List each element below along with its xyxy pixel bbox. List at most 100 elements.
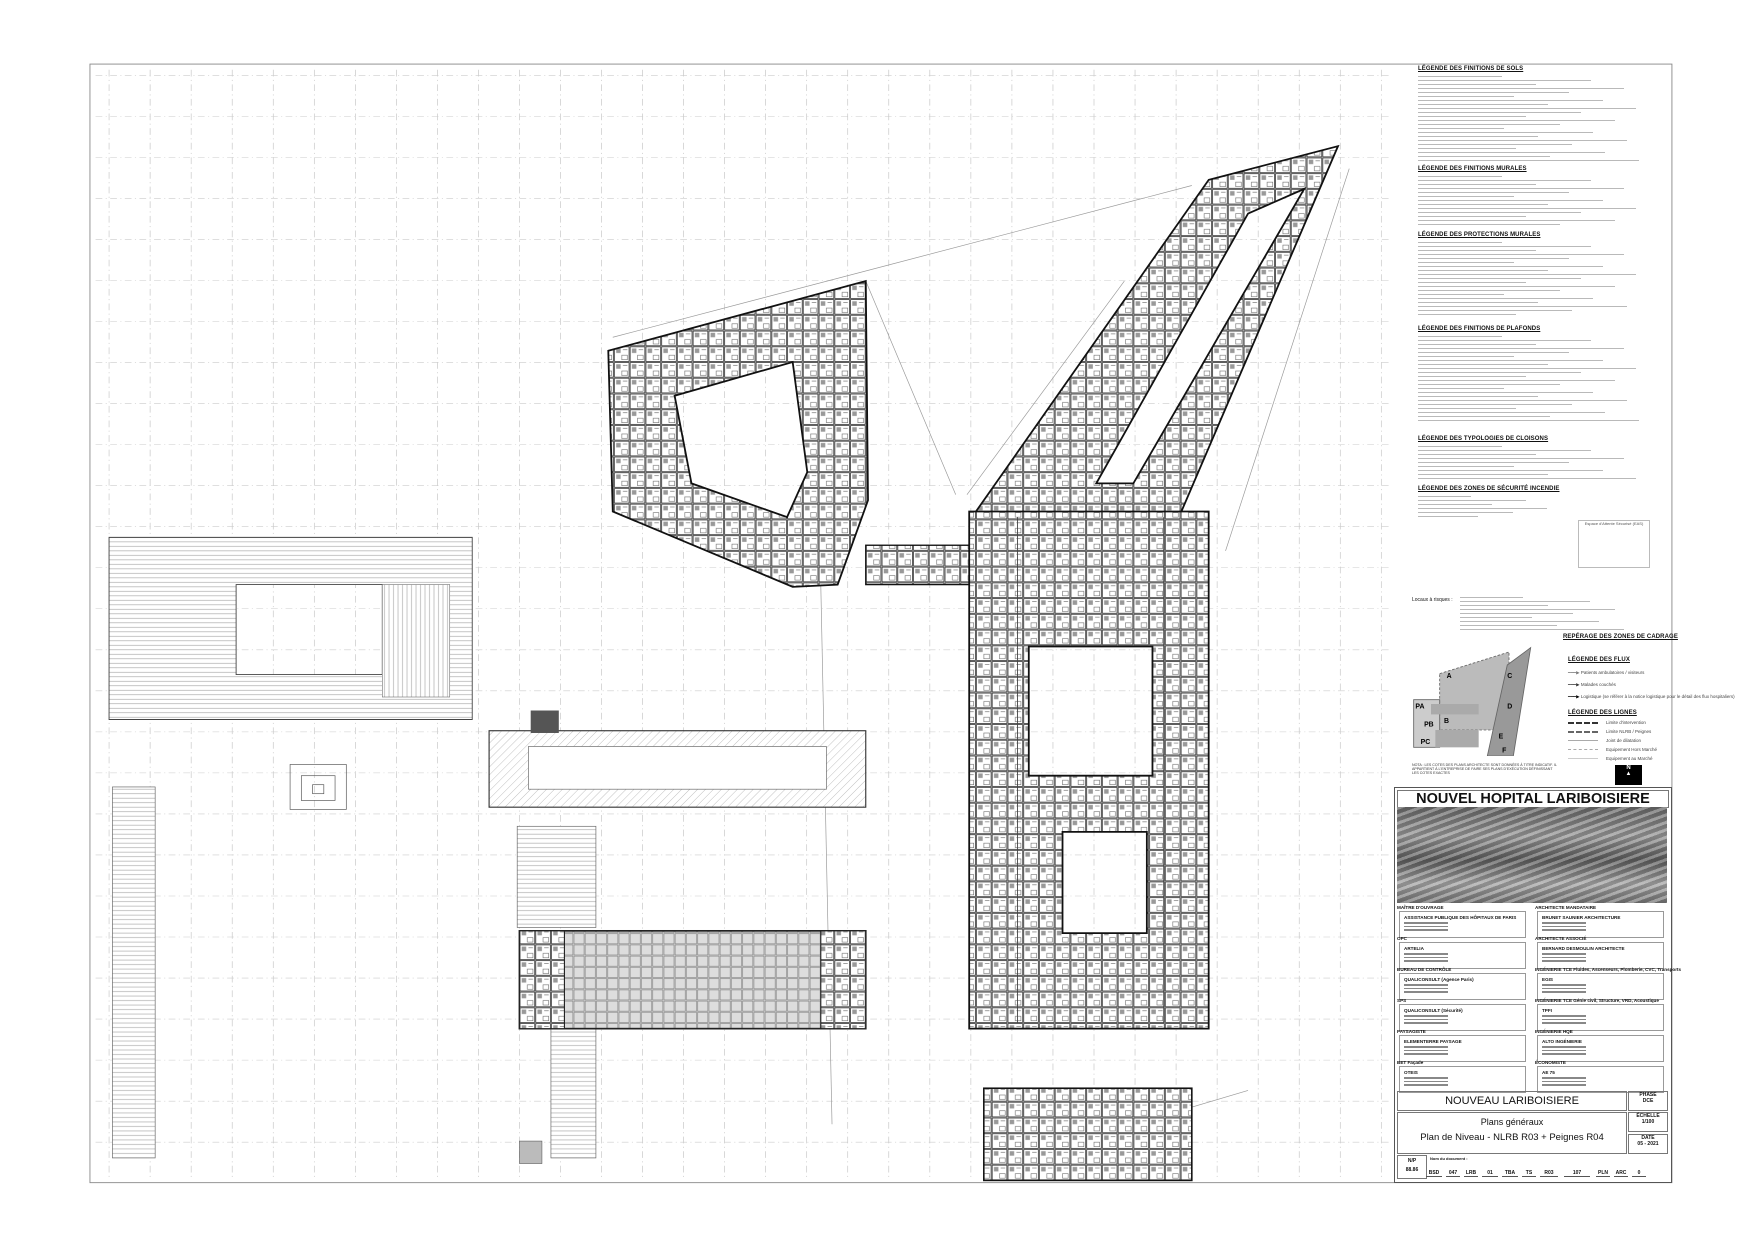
legend-entry — [1418, 356, 1514, 357]
line-legend-item: Joint de dilatation — [1568, 738, 1641, 743]
company-address — [1542, 953, 1652, 964]
legend-entry — [1418, 516, 1478, 517]
flow-legend-item: ━━━▶ Logistique (se référer à la notice … — [1568, 694, 1735, 700]
company-box: BRUNET SAUNIER ARCHITECTURE — [1537, 911, 1664, 938]
legend-entry — [1418, 108, 1637, 109]
legend-entry — [1418, 340, 1591, 341]
legend-entry — [1418, 132, 1594, 133]
legend-entry — [1418, 116, 1526, 117]
connector — [865, 544, 974, 586]
legend-entry — [1418, 148, 1517, 149]
line-legend-label: Limite d'intervention — [1606, 720, 1646, 725]
legend-entry — [1418, 282, 1526, 283]
company-box: ALTO INGÉNIERIE — [1537, 1035, 1664, 1062]
document-name-label: Nom du document : — [1430, 1156, 1468, 1161]
eas-diagram: Espace d'Attente Sécurisé (EAS) — [1578, 520, 1650, 568]
sheet-category: Plans généraux — [1480, 1117, 1544, 1127]
company-address — [1404, 1046, 1514, 1057]
legend-entry — [1418, 450, 1591, 451]
aerial-photo — [1397, 807, 1667, 903]
company-name: ELEMENTERRE PAYSAGE — [1404, 1039, 1462, 1044]
zoning-title: REPÉRAGE DES ZONES DE CADRAGE — [1563, 634, 1678, 640]
legend-entry — [1418, 286, 1615, 287]
nota-text: NOTA : LES COTES DES PLANS ARCHITECTE SO… — [1412, 763, 1557, 776]
company-name: ASSISTANCE PUBLIQUE DES HÔPITAUX DE PARI… — [1404, 915, 1517, 920]
document-code-segment: TS — [1522, 1170, 1536, 1177]
company-address — [1404, 984, 1514, 995]
legend-entry — [1418, 270, 1548, 271]
legend-entry — [1418, 368, 1637, 369]
line-legend-item: Limite NLRB / Peignes — [1568, 729, 1651, 734]
legend-entry — [1418, 306, 1627, 307]
legend-entry — [1418, 76, 1502, 77]
legend-entry — [1418, 120, 1615, 121]
legend-entry — [1418, 508, 1547, 509]
legend-entry — [1418, 196, 1514, 197]
line-legend-item: Equipement Hors Marché — [1568, 747, 1657, 752]
company-box: BERNARD DESMOULIN ARCHITECTE — [1537, 942, 1664, 969]
zone-label-pa: PA — [1415, 703, 1424, 710]
legend-entry — [1418, 314, 1517, 315]
legend-entry — [1418, 254, 1625, 255]
legend-entry — [1418, 258, 1570, 259]
legend-entry — [1418, 192, 1570, 193]
legend-floor-finishes-lines — [1418, 76, 1658, 164]
legend-entry — [1418, 188, 1625, 189]
legend-floor-finishes-title: LÉGENDE DES FINITIONS DE SOLS — [1418, 66, 1524, 72]
company-name: AE 75 — [1542, 1070, 1555, 1075]
legend-entry — [1418, 376, 1526, 377]
line-style-swatch — [1568, 721, 1598, 724]
company-name: TPFI — [1542, 1008, 1552, 1013]
legend-wall-protections-title: LÉGENDE DES PROTECTIONS MURALES — [1418, 232, 1541, 238]
line-legend-label: Limite NLRB / Peignes — [1606, 729, 1652, 734]
legend-entry — [1460, 621, 1599, 622]
legend-entry — [1418, 470, 1603, 471]
company-box: QUALICONSULT (Agence Paris) — [1399, 973, 1526, 1000]
zone-label-pc: PC — [1421, 739, 1431, 746]
company-role: ARCHITECTE MANDATAIRE — [1535, 905, 1597, 910]
north-arrow-icon: N▲ — [1615, 765, 1642, 785]
scale-label: ÉCHELLE — [1636, 1113, 1660, 1119]
company-name: BERNARD DESMOULIN ARCHITECTE — [1542, 946, 1625, 951]
legend-entry — [1418, 466, 1514, 467]
legend-wall-finishes-title: LÉGENDE DES FINITIONS MURALES — [1418, 166, 1527, 172]
flow-legend-title: LÉGENDE DES FLUX — [1568, 657, 1630, 663]
line-legend-label: Equipement Hors Marché — [1606, 747, 1658, 752]
company-role: BUREAU DE CONTRÔLE — [1397, 967, 1452, 972]
legend-entry — [1418, 310, 1572, 311]
company-role: MAÎTRE D'OUVRAGE — [1397, 905, 1444, 910]
zone-label-pb: PB — [1424, 722, 1434, 729]
company-role: INGÉNIERIE TCE Fluides, Ascenseurs, Plom… — [1535, 967, 1682, 972]
company-name: OTEIS — [1404, 1070, 1418, 1075]
flow-arrow-icon: ━━━▶ — [1568, 670, 1581, 675]
legend-entry — [1418, 220, 1615, 221]
legend-entry — [1418, 180, 1591, 181]
peignes-r04-building — [518, 929, 867, 1030]
legend-entry — [1418, 458, 1625, 459]
legend-entry — [1418, 454, 1536, 455]
legend-entry — [1418, 144, 1572, 145]
flow-legend-item: ━━━▶ Malades couchés — [1568, 682, 1616, 688]
legend-entry — [1418, 84, 1536, 85]
legend-entry — [1418, 344, 1536, 345]
legend-entry — [1418, 224, 1560, 225]
line-style-swatch — [1568, 749, 1598, 751]
legend-entry — [1418, 298, 1594, 299]
legend-entry — [1418, 392, 1594, 393]
legend-entry — [1418, 278, 1582, 279]
site-lines — [612, 168, 1350, 1136]
document-code-segment: ARC — [1614, 1170, 1628, 1177]
np-label: N/P — [1407, 1158, 1417, 1164]
phase-value: DCE — [1642, 1098, 1654, 1104]
legend-entry — [1418, 478, 1637, 479]
company-address — [1542, 922, 1652, 933]
zone-label-a: A — [1447, 673, 1452, 680]
legend-entry — [1418, 140, 1627, 141]
flow-arrow-icon: ━━━▶ — [1568, 682, 1581, 687]
company-role: PAYSAGISTE — [1397, 1029, 1426, 1034]
legend-partitions-title: LÉGENDE DES TYPOLOGIES DE CLOISONS — [1418, 436, 1549, 442]
legend-fire-zones-lines — [1418, 496, 1568, 520]
legend-entry — [1418, 92, 1570, 93]
company-name: BRUNET SAUNIER ARCHITECTURE — [1542, 915, 1621, 920]
